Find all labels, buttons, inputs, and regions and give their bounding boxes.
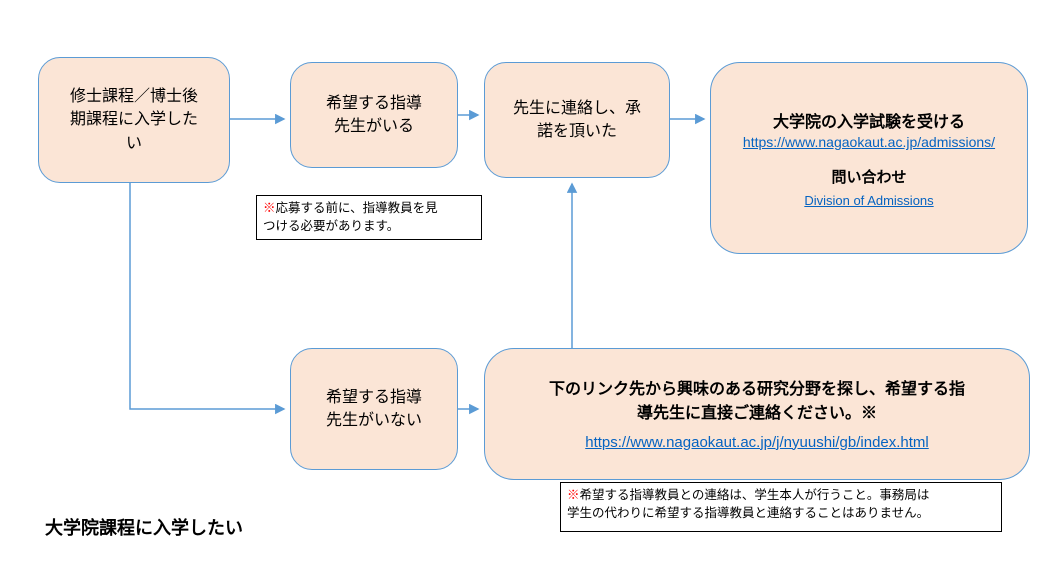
node-enroll-master-doctor-label: 修士課程／博士後 期課程に入学した い bbox=[69, 88, 198, 152]
search-research-field-title: 下のリンク先から興味のある研究分野を探し、希望する指 導先生に直接ご連絡ください… bbox=[548, 380, 965, 422]
node-has-supervisor-label: 希望する指導 先生がいる bbox=[325, 94, 422, 135]
note-find-supervisor-text: 応募する前に、指導教員を見 つける必要があります。 bbox=[263, 201, 438, 233]
admissions-url-link[interactable]: https://www.nagaokaut.ac.jp/admissions/ bbox=[742, 134, 996, 150]
entrance-exam-title: 大学院の入学試験を受ける bbox=[772, 114, 965, 131]
node-entrance-exam: 大学院の入学試験を受ける https://www.nagaokaut.ac.jp… bbox=[710, 62, 1028, 254]
node-contacted-approved-label: 先生に連絡し、承 諾を頂いた bbox=[512, 99, 641, 140]
note-contact-policy-marker: ※ bbox=[567, 488, 580, 502]
inquiry-label: 問い合わせ bbox=[831, 169, 907, 186]
page-title: 大学院課程に入学したい bbox=[45, 518, 243, 538]
node-search-research-field: 下のリンク先から興味のある研究分野を探し、希望する指 導先生に直接ご連絡ください… bbox=[484, 348, 1030, 480]
note-find-supervisor: ※応募する前に、指導教員を見 つける必要があります。 bbox=[256, 195, 482, 240]
node-contacted-approved: 先生に連絡し、承 諾を頂いた bbox=[484, 62, 670, 178]
note-find-supervisor-marker: ※ bbox=[263, 201, 276, 215]
note-contact-policy-text: 希望する指導教員との連絡は、学生本人が行うこと。事務局は 学生の代わりに希望する… bbox=[567, 488, 930, 520]
nyuushi-url-link[interactable]: https://www.nagaokaut.ac.jp/j/nyuushi/gb… bbox=[585, 433, 929, 451]
node-enroll-master-doctor: 修士課程／博士後 期課程に入学した い bbox=[38, 57, 230, 183]
node-has-supervisor: 希望する指導 先生がいる bbox=[290, 62, 458, 168]
node-no-supervisor-label: 希望する指導 先生がいない bbox=[325, 388, 422, 429]
node-no-supervisor: 希望する指導 先生がいない bbox=[290, 348, 458, 470]
note-contact-policy: ※希望する指導教員との連絡は、学生本人が行うこと。事務局は 学生の代わりに希望す… bbox=[560, 482, 1002, 532]
division-of-admissions-link[interactable]: Division of Admissions bbox=[804, 193, 934, 208]
